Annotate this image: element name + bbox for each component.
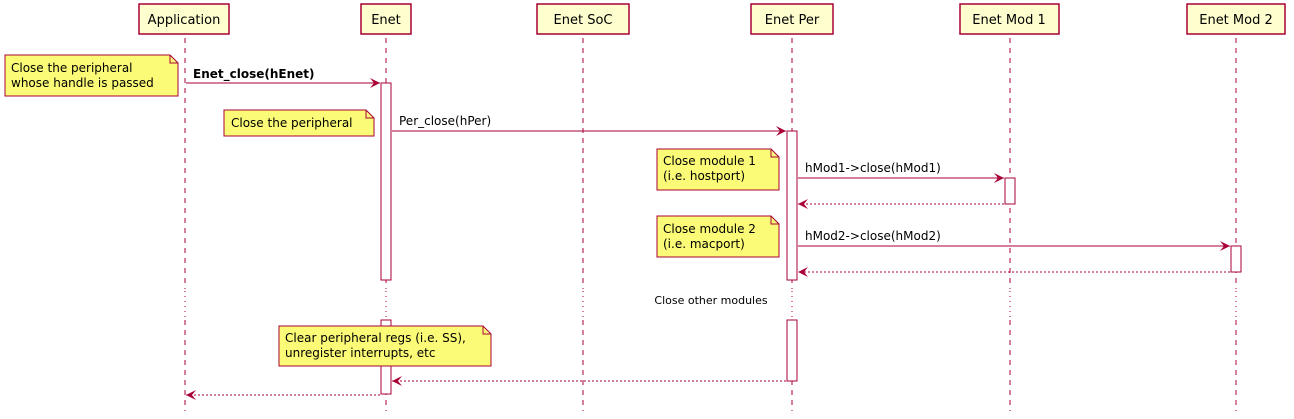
participant-enet: Enet — [360, 3, 412, 35]
note-line: whose handle is passed — [11, 76, 154, 90]
note-line: (i.e. hostport) — [663, 169, 745, 183]
participant-application: Application — [138, 3, 230, 35]
note-close-peripheral-handle: Close the peripheral whose handle is pas… — [4, 54, 179, 97]
lifelines — [184, 38, 1237, 411]
message-label: hMod2->close(hMod2) — [805, 229, 941, 243]
note-line: Clear peripheral regs (i.e. SS), — [285, 331, 466, 345]
note-line: Close the peripheral — [231, 116, 353, 130]
participant-label: Enet — [371, 13, 401, 28]
participant-enet-soc: Enet SoC — [536, 3, 630, 35]
participant-label: Enet Mod 2 — [1199, 13, 1273, 28]
divider-label: Close other modules — [654, 294, 767, 307]
activation-mod1 — [1004, 177, 1016, 205]
message-enet-close: Enet_close(hEnet) — [186, 67, 380, 88]
note-line: (i.e. macport) — [663, 237, 745, 251]
participant-enet-mod-2: Enet Mod 2 — [1186, 3, 1286, 35]
activation-per — [786, 130, 798, 281]
message-label: Per_close(hPer) — [399, 114, 491, 128]
note-close-module-2: Close module 2 (i.e. macport) — [656, 215, 780, 258]
activation-per — [786, 319, 798, 382]
message-mod1-close: hMod1->close(hMod1) — [798, 161, 1004, 183]
message-per-close: Per_close(hPer) — [392, 114, 786, 136]
activation-mod2 — [1230, 245, 1242, 273]
activation-enet — [380, 82, 392, 281]
note-line: Close module 2 — [663, 222, 756, 236]
participant-enet-mod-1: Enet Mod 1 — [959, 3, 1060, 35]
participant-label: Application — [148, 13, 221, 28]
message-label: hMod1->close(hMod1) — [805, 161, 941, 175]
participant-label: Enet Mod 1 — [972, 13, 1046, 28]
participant-label: Enet Per — [765, 13, 820, 28]
participant-label: Enet SoC — [554, 13, 613, 28]
note-close-module-1: Close module 1 (i.e. hostport) — [656, 148, 780, 191]
message-mod2-close: hMod2->close(hMod2) — [798, 229, 1230, 251]
note-close-peripheral: Close the peripheral — [223, 109, 375, 137]
message-label: Enet_close(hEnet) — [193, 67, 315, 82]
note-line: Close module 1 — [663, 154, 756, 168]
participant-enet-per: Enet Per — [750, 3, 834, 35]
note-line: Close the peripheral — [11, 61, 133, 75]
note-line: unregister interrupts, etc — [285, 346, 435, 360]
note-clear-peripheral-regs: Clear peripheral regs (i.e. SS), unregis… — [278, 325, 492, 367]
